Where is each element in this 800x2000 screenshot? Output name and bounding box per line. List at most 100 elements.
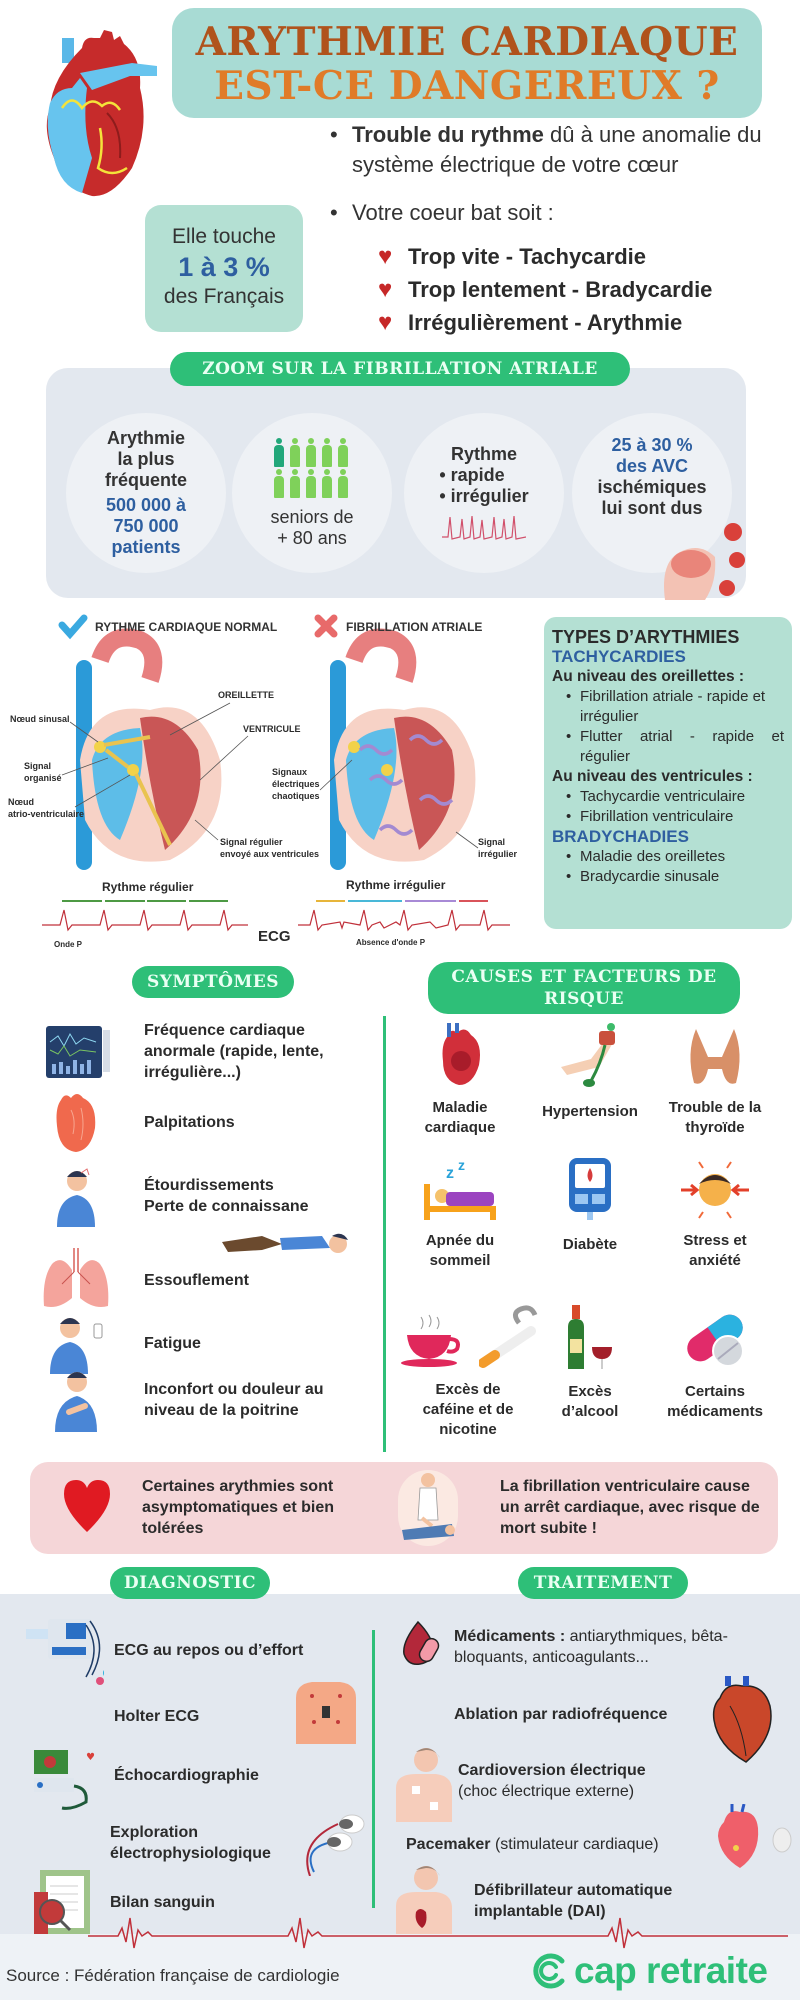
person-icon [305, 468, 317, 499]
label-ventricule: VENTRICULE [243, 724, 301, 734]
prevalence-stat-box: Elle touche 1 à 3 % des Français [145, 205, 303, 332]
heart-conduction-diagram: RYTHME CARDIAQUE NORMAL FIBRILLATION ATR… [0, 610, 540, 955]
treatment-item-defibrillator: Défibrillateur automatique implantable (… [474, 1882, 673, 1920]
heart-icon: ♥ [378, 242, 393, 270]
rhythm-item: irrégulier [450, 485, 529, 506]
list-item: Fibrillation atriale - rapide et irrégul… [566, 687, 784, 727]
dizzy-person-icon [40, 1168, 112, 1227]
treatment-detail: antiarythmiques, bêta-bloquants, anticoa… [454, 1628, 728, 1666]
heart-organ-icon [40, 1094, 112, 1152]
symptom-line: Étourdissements [144, 1177, 274, 1194]
symptom-item: Fréquence cardiaque anormale (rapide, le… [40, 1020, 370, 1083]
medication-drop-icon [400, 1620, 442, 1671]
symptom-line: Perte de connaissane [144, 1198, 309, 1215]
circle-highlight: patients [111, 537, 181, 557]
label-line: chaotiques [272, 791, 320, 801]
circle-highlight: 750 000 [113, 516, 179, 536]
cap-retraite-logo[interactable]: cap retraite [530, 1950, 768, 1992]
arrhythmia-types-list: ♥Trop vite - Tachycardie ♥Trop lentement… [378, 240, 790, 339]
circle-text: Rythme [450, 443, 517, 464]
heart-disease-icon [395, 1020, 525, 1092]
blood-pressure-icon [525, 1020, 655, 1092]
heart-icon: ♥ [378, 308, 393, 336]
fainted-person-icon [222, 1230, 357, 1275]
label-line: irrégulier [478, 849, 518, 859]
diagnostic-item: Bilan sanguin [110, 1894, 215, 1911]
cause-label: Trouble de la thyroïde [668, 1099, 762, 1136]
diagnostic-treatment-panel [0, 1594, 800, 1934]
definition-bold: Trouble du rythme [352, 122, 544, 147]
label-line: envoyé aux ventricules [220, 849, 320, 859]
treatment-bold: Pacemaker [406, 1836, 491, 1853]
label-noeud-sinusal: Nœud sinusal [10, 714, 70, 724]
treatment-item-medication: Médicaments : antiarythmiques, bêta-bloq… [454, 1626, 784, 1668]
person-icon [321, 437, 333, 468]
section-divider [383, 1016, 386, 1452]
circle-text: la plus [117, 449, 175, 469]
circle-text: lui sont dus [601, 498, 703, 518]
blood-test-icon [34, 1868, 94, 1939]
svg-text:z: z [446, 1165, 454, 1182]
echocardiograph-icon: ♥ [32, 1748, 102, 1817]
treatment-bold: Cardioversion électrique [458, 1762, 646, 1779]
list-item: Maladie des oreilletes [566, 847, 784, 867]
cause-item: Maladie cardiaque [395, 1020, 525, 1138]
label-signal-regulier: Signal régulier envoyé aux ventricules [220, 836, 319, 860]
title-banner: ARYTHMIE CARDIAQUE EST-CE DANGEREUX ? [172, 8, 762, 118]
type-label: Trop lentement - Bradycardie [408, 276, 713, 302]
pacemaker-heart-icon [714, 1803, 796, 1875]
brand-logo-icon [533, 1953, 565, 1989]
onde-p-label: Onde P [54, 940, 83, 949]
type-label: Trop vite - Tachycardie [408, 243, 647, 269]
ecg-label: ECG [258, 928, 291, 945]
diagnostic-item: Échocardiographie [114, 1767, 259, 1784]
person-icon [289, 437, 301, 468]
stat-circle-rhythm: Rythme • rapide • irrégulier [404, 413, 564, 573]
cause-label: Excès d’alcool [561, 1383, 619, 1420]
category-bradycardia: BRADYCHADIES [552, 827, 689, 846]
section-heading-fibrillation: ZOOM SUR LA FIBRILLATION ATRIALE [170, 352, 630, 386]
person-icon [305, 437, 317, 468]
stat-circle-stroke: 25 à 30 % des AVC ischémiques lui sont d… [572, 413, 732, 573]
people-icon-grid [273, 437, 351, 499]
defibrillator-person-icon [396, 1862, 452, 1939]
cause-label: Excès de caféine et de nicotine [422, 1381, 514, 1438]
cpr-illustration-icon [398, 1470, 458, 1546]
symptom-item: Fatigue [40, 1315, 370, 1374]
list-item: ♥ Trop vite - Tachycardie [378, 240, 790, 273]
label-oreillette: OREILLETTE [218, 690, 274, 700]
label-line: Nœud [8, 797, 34, 807]
ventricular-fibrillation-warning: La fibrillation ventriculaire cause un a… [500, 1478, 760, 1537]
cause-label: Diabète [562, 1236, 618, 1253]
cause-label: Hypertension [542, 1103, 638, 1120]
label-line: Signal régulier [220, 837, 283, 847]
cause-item: Stress et anxiété [650, 1153, 780, 1271]
intro-section: Trouble du rythme dû à une anomalie du s… [330, 120, 790, 339]
cause-label: Certains médicaments [667, 1383, 763, 1420]
intro-bullet-definition: Trouble du rythme dû à une anomalie du s… [330, 120, 790, 180]
heart-anatomy-icon [706, 1676, 778, 1771]
cardioversion-person-icon [396, 1744, 452, 1827]
label-line: organisé [24, 773, 62, 783]
treatment-bold: Médicaments : [454, 1628, 566, 1645]
person-icon [337, 437, 349, 468]
ecg-trace-icon [442, 515, 526, 540]
list-item: Tachycardie ventriculaire [566, 787, 784, 807]
circle-highlight: des AVC [615, 456, 689, 476]
electrodes-icon [298, 1812, 370, 1881]
stat-circle-seniors: seniors de + 80 ans [232, 413, 392, 573]
svg-text:♥: ♥ [86, 1752, 95, 1763]
list-item: Fibrillation ventriculaire [566, 807, 784, 827]
type-label: Irrégulièrement - Arythmie [408, 309, 683, 335]
cause-item: Trouble de la thyroïde [650, 1020, 780, 1138]
cause-item: Excès d’alcool [525, 1302, 655, 1422]
list-item: ♥Trop lentement - Bradycardie [378, 273, 790, 306]
stat-value: 1 à 3 % [178, 252, 270, 282]
list-item: Flutter atrial - rapide et régulier [566, 727, 784, 767]
treatment-detail: (choc électrique externe) [458, 1783, 635, 1800]
thyroid-icon [650, 1020, 780, 1092]
symptom-label: Fréquence cardiaque anormale (rapide, le… [144, 1022, 324, 1081]
